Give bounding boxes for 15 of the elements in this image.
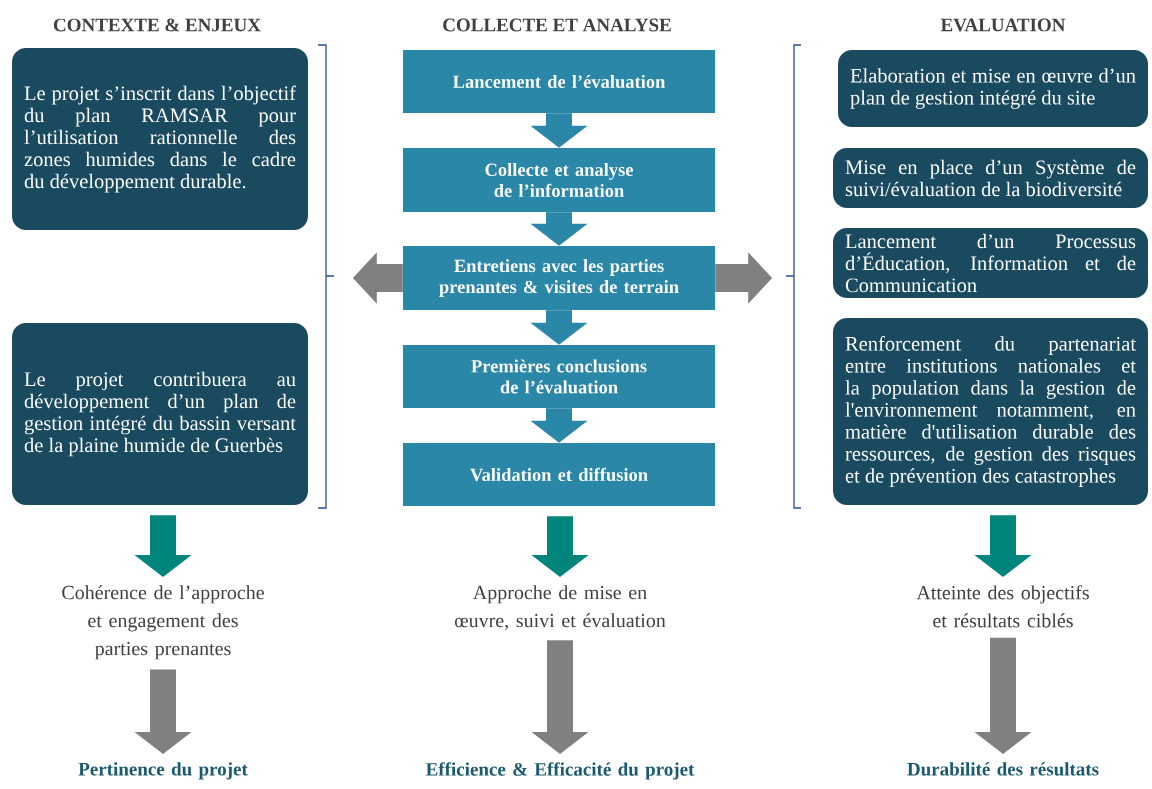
column-heading: EVALUATION — [940, 18, 1066, 32]
text-box: Lancement d’un Processus d’Éducation, Information et de Communication — [833, 228, 1148, 298]
text-box: Le projet contribuera au développement d’un plan de gestion intégré du bassin versant de la plaine humide de Guerbès — [12, 323, 308, 505]
result-text: Efficience & Efficacité du projet — [425, 762, 695, 780]
result-text: Pertinence du projet — [78, 762, 248, 780]
column-heading: COLLECTE ET ANALYSE — [443, 18, 671, 32]
result-text: Durabilité des résultats — [907, 762, 1099, 776]
text-box: Mise en place d’un Système de suivi/évaluation de la biodiversité — [833, 148, 1148, 208]
outcome-text: Cohérence de l’approche et engagement des parties prenantes — [62, 585, 264, 660]
text-box: Le projet s’inscrit dans l’objectif du plan RAMSAR pour l’utilisation rationnelle des zones humides dans le cadre du développement durable. — [12, 48, 308, 230]
outcome-text: Approche de mise en œuvre, suivi et évaluation — [454, 585, 666, 631]
process-box: Lancement de l’évaluation — [403, 50, 715, 113]
outcome-text: Atteinte des objectifs et résultats ciblés — [916, 585, 1089, 628]
text-box: Elaboration et mise en œuvre d’un plan de gestion intégré du site — [838, 50, 1148, 127]
text-box: Renforcement du partenariat entre institutions nationales et la population dans la gestion de l'environnement notamment, en matière d'utilisation durable des ressources, de gestion des risques et de prévention des catastrophes — [833, 318, 1148, 505]
